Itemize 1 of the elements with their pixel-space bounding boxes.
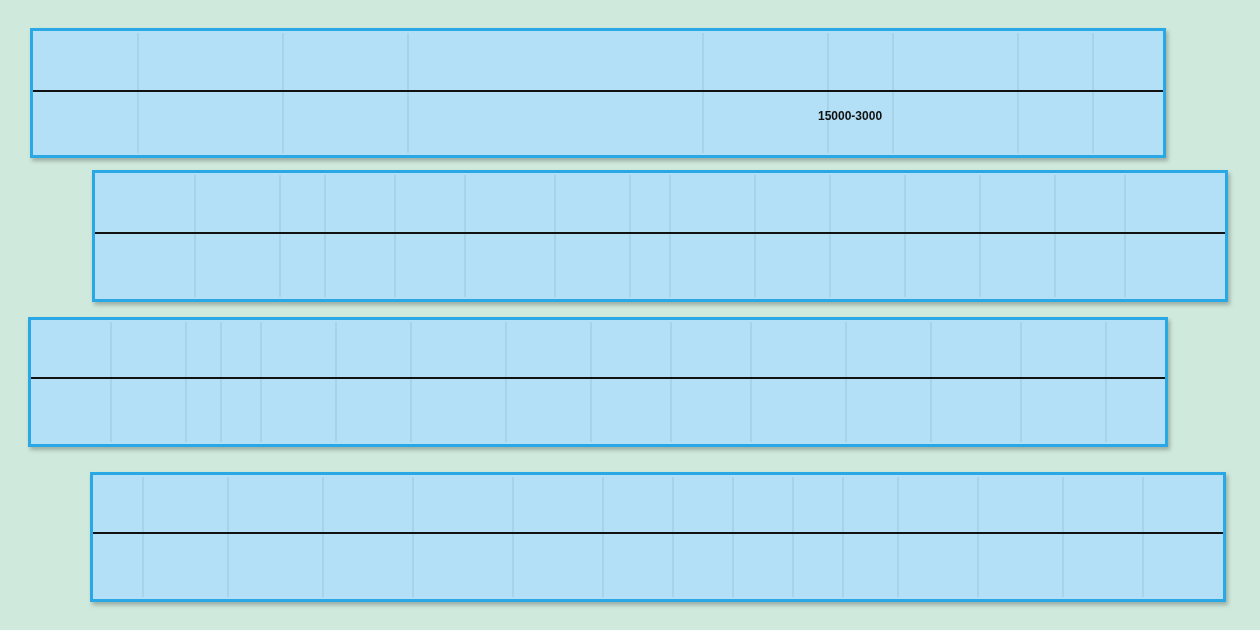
date-label: 15000-3000: [818, 109, 883, 123]
